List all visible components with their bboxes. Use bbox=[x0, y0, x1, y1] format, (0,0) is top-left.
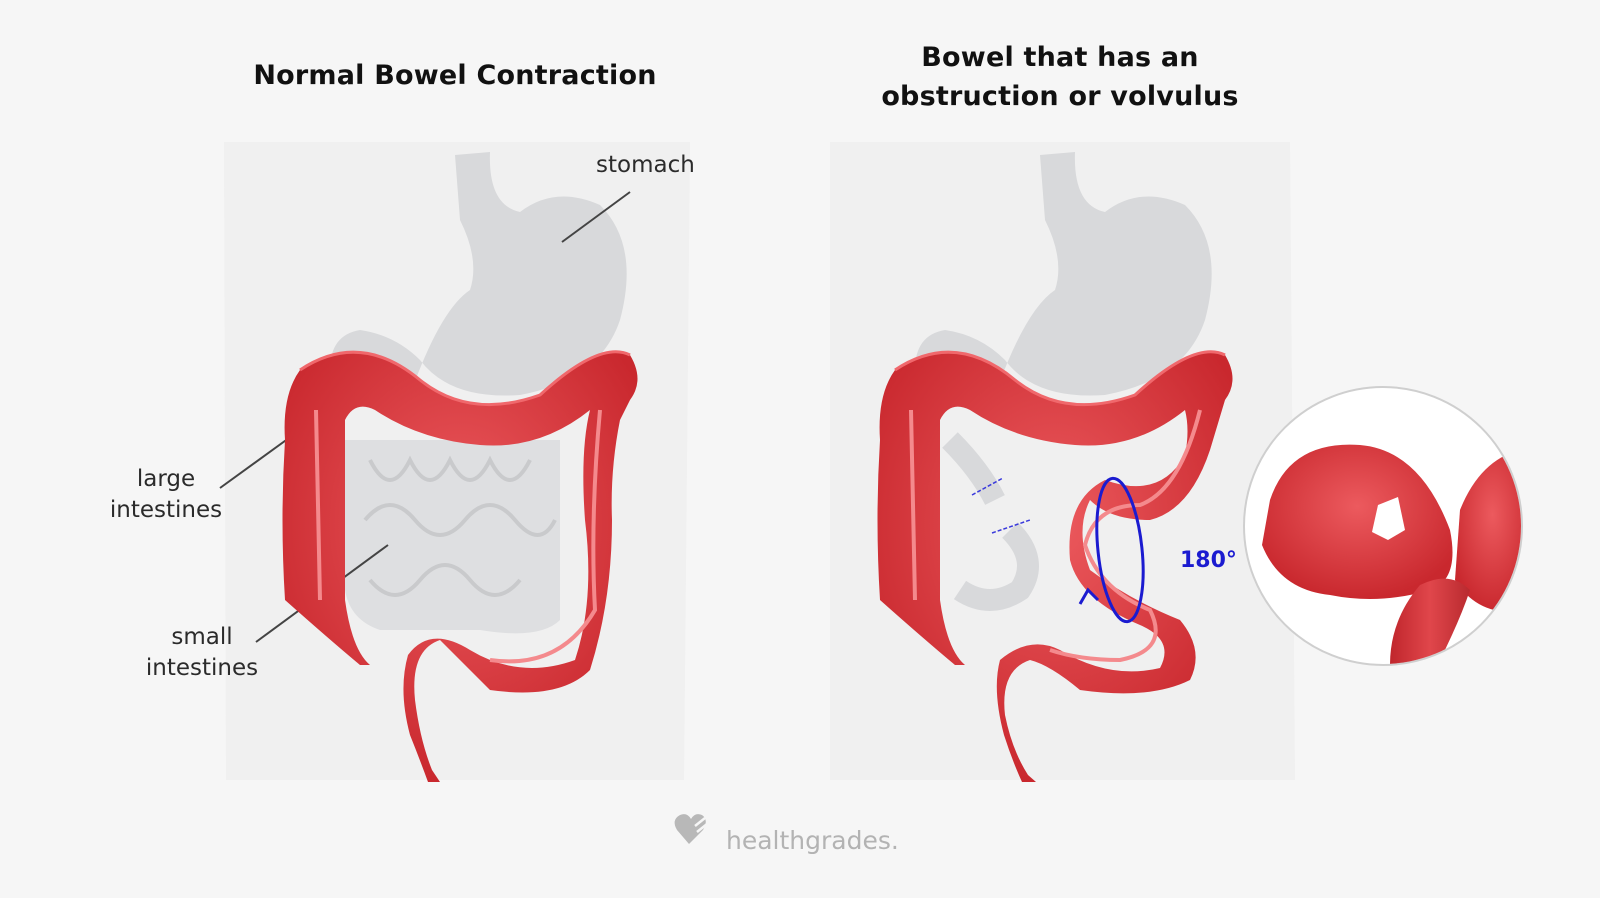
healthgrades-logo-icon bbox=[674, 814, 710, 844]
label-large-line1: large bbox=[136, 466, 196, 492]
panel-volvulus bbox=[830, 142, 1295, 782]
stomach-shape bbox=[915, 152, 1212, 396]
label-small-intestines: small intestines bbox=[134, 622, 270, 684]
panel-normal bbox=[219, 142, 690, 782]
label-small-line1: small bbox=[171, 624, 233, 650]
title-obstruction-line2: obstruction or volvulus bbox=[881, 81, 1239, 112]
inset-closeup bbox=[1243, 386, 1523, 666]
healthgrades-logo: healthgrades. bbox=[690, 826, 899, 855]
label-large-line2: intestines bbox=[109, 497, 223, 523]
twist-arrow-icon bbox=[1078, 476, 1145, 624]
label-twist-angle: 180° bbox=[1180, 548, 1237, 573]
title-obstruction: Bowel that has an obstruction or volvulu… bbox=[860, 38, 1260, 116]
logo-text: healthgrades. bbox=[726, 826, 899, 855]
title-normal-bowel: Normal Bowel Contraction bbox=[253, 60, 657, 91]
stomach-shape bbox=[330, 152, 627, 396]
label-small-line2: intestines bbox=[145, 655, 259, 681]
large-intestine-shape bbox=[282, 350, 638, 782]
title-obstruction-line1: Bowel that has an bbox=[921, 42, 1199, 73]
label-large-intestines: large intestines bbox=[98, 464, 234, 526]
twisted-large-intestine-shape bbox=[877, 350, 1233, 782]
small-intestines-shape bbox=[345, 440, 560, 634]
label-stomach: stomach bbox=[596, 152, 695, 178]
